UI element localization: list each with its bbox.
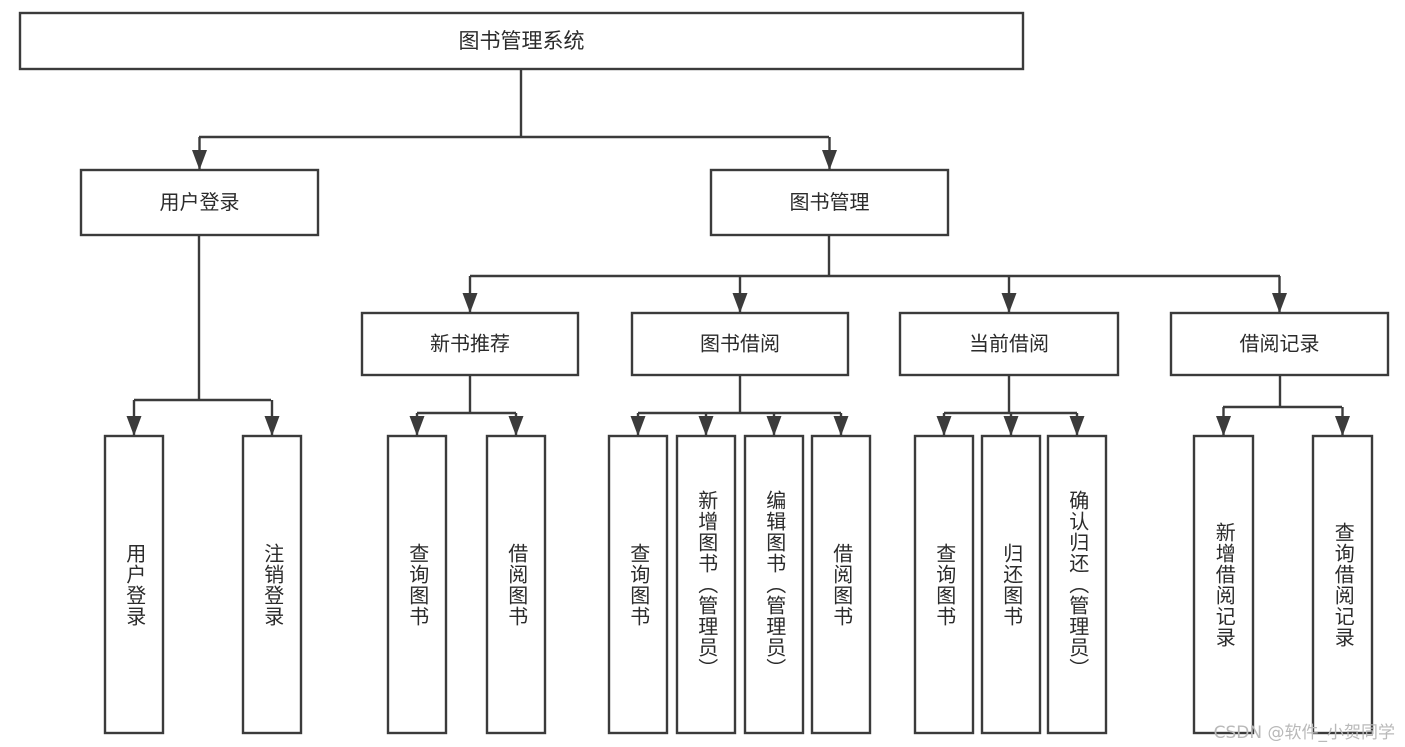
arrow-head-icon	[630, 416, 646, 436]
arrow-head-icon	[1272, 293, 1287, 313]
node-label-borrow-record: 借阅记录	[1240, 332, 1320, 356]
arrow-head-icon	[936, 416, 952, 436]
arrow-head-icon	[508, 416, 524, 436]
arrow-head-icon	[264, 416, 280, 436]
node-box-root[interactable]	[18, 11, 1025, 71]
node-label-user-login: 用户登录	[160, 190, 240, 214]
node-box-leaf-return-book[interactable]	[980, 434, 1042, 735]
node-box-leaf-borrow-book-2[interactable]	[810, 434, 872, 735]
node-box-user-login[interactable]	[79, 168, 320, 237]
arrow-head-icon	[409, 416, 425, 436]
node-label-book-manage: 图书管理	[790, 190, 870, 214]
node-box-layer	[18, 11, 1390, 735]
watermark-text: CSDN @软件_小贺同学	[1213, 723, 1395, 743]
arrow-head-icon	[1069, 416, 1085, 436]
node-box-leaf-user-login[interactable]	[103, 434, 165, 735]
arrow-head-icon	[1003, 416, 1019, 436]
node-box-book-borrow[interactable]	[630, 311, 850, 377]
arrow-head-icon	[1335, 416, 1350, 436]
connector-layer	[126, 69, 1350, 436]
node-label-current-borrow: 当前借阅	[969, 332, 1049, 356]
node-label-book-borrow: 图书借阅	[700, 332, 780, 356]
arrow-head-icon	[1216, 416, 1231, 436]
arrow-head-icon	[698, 416, 714, 436]
node-box-leaf-edit-book[interactable]	[743, 434, 805, 735]
node-box-leaf-query-book-3[interactable]	[913, 434, 975, 735]
node-box-leaf-add-record[interactable]	[1192, 434, 1255, 735]
node-box-new-book-recommend[interactable]	[360, 311, 580, 377]
arrow-head-icon	[766, 416, 782, 436]
node-box-leaf-query-record[interactable]	[1311, 434, 1374, 735]
arrow-head-icon	[732, 293, 748, 313]
node-box-book-manage[interactable]	[709, 168, 950, 237]
node-box-current-borrow[interactable]	[898, 311, 1120, 377]
node-box-leaf-borrow-book-1[interactable]	[485, 434, 547, 735]
node-box-leaf-confirm-return[interactable]	[1046, 434, 1108, 735]
arrow-head-icon	[1001, 293, 1017, 313]
node-box-borrow-record[interactable]	[1169, 311, 1390, 377]
node-box-leaf-add-book[interactable]	[675, 434, 737, 735]
node-label-root: 图书管理系统	[459, 29, 585, 53]
node-label-new-book-recommend: 新书推荐	[430, 332, 510, 356]
arrow-head-icon	[822, 150, 837, 170]
node-box-leaf-user-logout[interactable]	[241, 434, 303, 735]
node-box-leaf-query-book-1[interactable]	[386, 434, 448, 735]
node-box-leaf-query-book-2[interactable]	[607, 434, 669, 735]
arrow-head-icon	[833, 416, 849, 436]
arrow-head-icon	[126, 416, 142, 436]
arrow-head-icon	[192, 150, 207, 170]
arrow-head-icon	[462, 293, 478, 313]
